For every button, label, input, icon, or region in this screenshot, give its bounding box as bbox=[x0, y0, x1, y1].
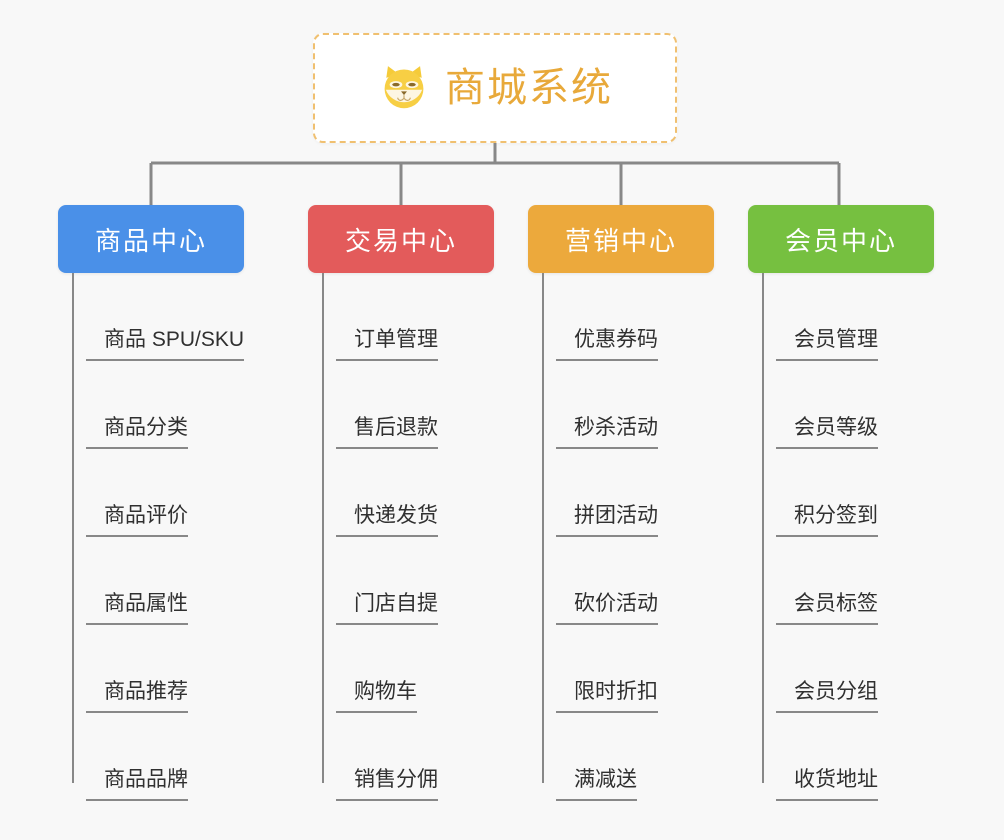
root-node-content: 商城系统 bbox=[377, 61, 613, 115]
list-item[interactable]: 满减送 bbox=[542, 713, 714, 801]
leaf-label: 会员等级 bbox=[776, 417, 878, 449]
list-item[interactable]: 销售分佣 bbox=[322, 713, 494, 801]
list-item[interactable]: 会员标签 bbox=[762, 537, 934, 625]
leaf-label: 会员标签 bbox=[776, 593, 878, 625]
leaf-label: 拼团活动 bbox=[556, 505, 658, 537]
leaf-label: 会员分组 bbox=[776, 681, 878, 713]
leaf-label: 商品评价 bbox=[86, 505, 188, 537]
list-item[interactable]: 砍价活动 bbox=[542, 537, 714, 625]
leaf-label: 快递发货 bbox=[336, 505, 438, 537]
list-item[interactable]: 订单管理 bbox=[322, 273, 494, 361]
leaf-label: 砍价活动 bbox=[556, 593, 658, 625]
list-item[interactable]: 商品品牌 bbox=[72, 713, 244, 801]
branch-header-product-center[interactable]: 商品中心 bbox=[58, 205, 244, 273]
list-item[interactable]: 秒杀活动 bbox=[542, 361, 714, 449]
leaf-label: 秒杀活动 bbox=[556, 417, 658, 449]
leaf-label: 优惠券码 bbox=[556, 329, 658, 361]
list-item[interactable]: 积分签到 bbox=[762, 449, 934, 537]
leaf-label: 门店自提 bbox=[336, 593, 438, 625]
leaf-label: 商品属性 bbox=[86, 593, 188, 625]
branch-marketing-center: 营销中心 优惠券码 秒杀活动 拼团活动 砍价活动 限时折扣 满减送 bbox=[528, 205, 714, 801]
root-node[interactable]: 商城系统 bbox=[313, 33, 677, 143]
list-item[interactable]: 购物车 bbox=[322, 625, 494, 713]
leaf-label: 积分签到 bbox=[776, 505, 878, 537]
list-item[interactable]: 商品分类 bbox=[72, 361, 244, 449]
root-title: 商城系统 bbox=[445, 66, 613, 110]
list-item[interactable]: 门店自提 bbox=[322, 537, 494, 625]
branch-trade-center: 交易中心 订单管理 售后退款 快递发货 门店自提 购物车 销售分佣 bbox=[308, 205, 494, 801]
leaf-label: 售后退款 bbox=[336, 417, 438, 449]
branch-member-center: 会员中心 会员管理 会员等级 积分签到 会员标签 会员分组 收货地址 bbox=[748, 205, 934, 801]
list-item[interactable]: 限时折扣 bbox=[542, 625, 714, 713]
list-item[interactable]: 收货地址 bbox=[762, 713, 934, 801]
leaf-label: 销售分佣 bbox=[336, 769, 438, 801]
list-item[interactable]: 商品属性 bbox=[72, 537, 244, 625]
leaf-list-product-center: 商品 SPU/SKU 商品分类 商品评价 商品属性 商品推荐 商品品牌 bbox=[58, 273, 245, 801]
leaf-label: 限时折扣 bbox=[556, 681, 658, 713]
list-item[interactable]: 会员等级 bbox=[762, 361, 934, 449]
leaf-list-marketing-center: 优惠券码 秒杀活动 拼团活动 砍价活动 限时折扣 满减送 bbox=[528, 273, 714, 801]
shiba-dog-face-icon bbox=[384, 66, 424, 109]
branch-header-member-center[interactable]: 会员中心 bbox=[748, 205, 934, 273]
leaf-label: 购物车 bbox=[336, 681, 417, 713]
branch-header-trade-center[interactable]: 交易中心 bbox=[308, 205, 494, 273]
leaf-label: 商品品牌 bbox=[86, 769, 188, 801]
leaf-label: 商品推荐 bbox=[86, 681, 188, 713]
leaf-label: 会员管理 bbox=[776, 329, 878, 361]
list-item[interactable]: 快递发货 bbox=[322, 449, 494, 537]
branch-header-marketing-center[interactable]: 营销中心 bbox=[528, 205, 714, 273]
list-item[interactable]: 拼团活动 bbox=[542, 449, 714, 537]
list-item[interactable]: 商品 SPU/SKU bbox=[72, 273, 245, 361]
list-item[interactable]: 会员分组 bbox=[762, 625, 934, 713]
leaf-label: 商品分类 bbox=[86, 417, 188, 449]
list-item[interactable]: 会员管理 bbox=[762, 273, 934, 361]
leaf-label: 商品 SPU/SKU bbox=[86, 329, 245, 361]
leaf-label: 满减送 bbox=[556, 769, 637, 801]
leaf-label: 收货地址 bbox=[776, 769, 878, 801]
list-item[interactable]: 售后退款 bbox=[322, 361, 494, 449]
leaf-list-trade-center: 订单管理 售后退款 快递发货 门店自提 购物车 销售分佣 bbox=[308, 273, 494, 801]
list-item[interactable]: 优惠券码 bbox=[542, 273, 714, 361]
leaf-label: 订单管理 bbox=[336, 329, 438, 361]
list-item[interactable]: 商品评价 bbox=[72, 449, 244, 537]
leaf-list-member-center: 会员管理 会员等级 积分签到 会员标签 会员分组 收货地址 bbox=[748, 273, 934, 801]
list-item[interactable]: 商品推荐 bbox=[72, 625, 244, 713]
branch-product-center: 商品中心 商品 SPU/SKU 商品分类 商品评价 商品属性 商品推荐 商品品牌 bbox=[58, 205, 245, 801]
